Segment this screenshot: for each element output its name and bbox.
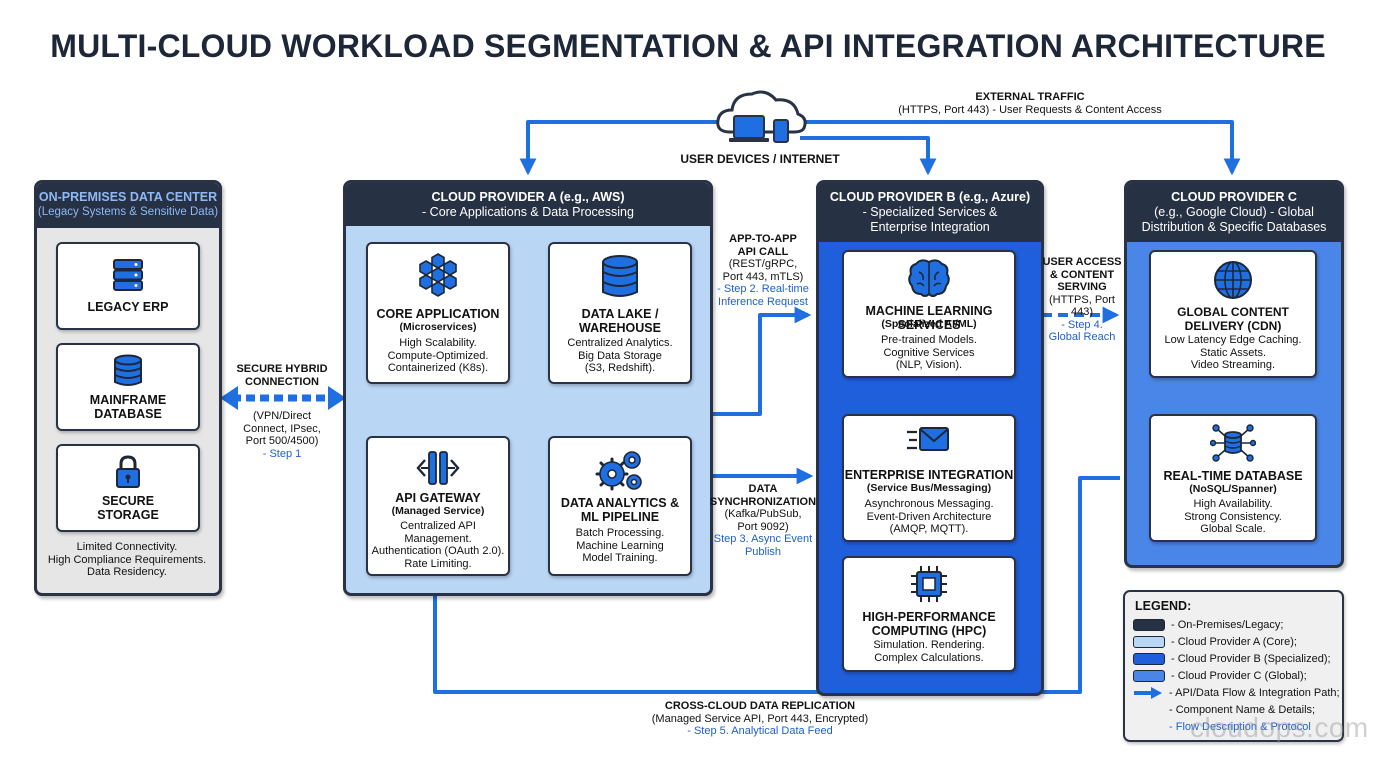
legend-provider-a: - Cloud Provider A (Core); [1133, 635, 1297, 649]
chip-icon [911, 566, 947, 602]
user-devices-internet [712, 82, 808, 152]
legend-provider-c: - Cloud Provider C (Global); [1133, 669, 1307, 683]
replication-label: CROSS-CLOUD DATA REPLICATION (Managed Se… [651, 700, 869, 737]
cloud-devices-icon [716, 90, 807, 143]
secure-storage-card[interactable]: SECURE STORAGE [56, 444, 200, 532]
legend-flow: - API/Data Flow & Integration Path; [1133, 686, 1340, 700]
on-prem-footer: Limited Connectivity. High Compliance Re… [47, 541, 207, 578]
hpc-card[interactable]: HIGH-PERFORMANCE COMPUTING (HPC) Simulat… [842, 556, 1016, 672]
data-analytics-ml-card[interactable]: DATA ANALYTICS & ML PIPELINE Batch Proce… [548, 436, 692, 576]
legend-on-prem: - On-Premises/Legacy; [1133, 618, 1283, 632]
legend-swatch-on-prem [1133, 619, 1165, 631]
envelope-icon [907, 427, 949, 451]
globe-icon [1214, 261, 1252, 299]
on-prem-header: ON-PREMISES DATA CENTER (Legacy Systems … [37, 183, 219, 228]
provider-c-header: CLOUD PROVIDER C (e.g., Google Cloud) - … [1127, 183, 1341, 242]
legend-flow-desc: - Flow Description & Protocol [1169, 721, 1311, 733]
hybrid-connection-arrow [220, 386, 346, 410]
watermark: cloudops.com [1190, 712, 1369, 743]
hexagon-cluster-icon [419, 253, 457, 297]
realtime-database-card[interactable]: REAL-TIME DATABASE (NoSQL/Spanner) High … [1149, 414, 1317, 542]
legacy-erp-card[interactable]: LEGACY ERP [56, 242, 200, 330]
provider-b-header: CLOUD PROVIDER B (e.g., Azure) - Special… [819, 183, 1041, 242]
enterprise-integration-card[interactable]: ENTERPRISE INTEGRATION (Service Bus/Mess… [842, 414, 1016, 542]
legend-swatch-provider-b [1133, 653, 1165, 665]
mainframe-database-card[interactable]: MAINFRAME DATABASE [56, 343, 200, 431]
database-icon [114, 354, 142, 386]
legend-arrow-icon [1134, 687, 1162, 699]
core-application-card[interactable]: CORE APPLICATION (Microservices) High Sc… [366, 242, 510, 384]
user-access-label: USER ACCESS & CONTENT SERVING (HTTPS, Po… [1042, 256, 1122, 343]
database-icon [602, 255, 638, 297]
legend-provider-b: - Cloud Provider B (Specialized); [1133, 652, 1331, 666]
brain-icon [908, 259, 950, 297]
legend-swatch-provider-a [1133, 636, 1165, 648]
distributed-db-icon [1210, 424, 1256, 462]
data-sync-label: DATA SYNCHRONIZATION (Kafka/PubSub, Port… [709, 483, 817, 558]
external-to-provider-b-arrow [800, 136, 937, 176]
ml-services-card[interactable]: MACHINE LEARNING SERVICES (Specialized A… [842, 250, 1016, 378]
gears-icon [595, 451, 642, 491]
hybrid-connection-label: SECURE HYBRID CONNECTION [236, 363, 328, 388]
external-to-provider-a-arrow [519, 120, 720, 176]
external-traffic-label: EXTERNAL TRAFFIC (HTTPS, Port 443) - Use… [898, 91, 1162, 116]
cdn-card[interactable]: GLOBAL CONTENT DELIVERY (CDN) Low Latenc… [1149, 250, 1317, 378]
lock-icon [116, 455, 140, 488]
provider-a-header: CLOUD PROVIDER A (e.g., AWS) - Core Appl… [346, 183, 710, 226]
legend-swatch-provider-c [1133, 670, 1165, 682]
data-lake-warehouse-card[interactable]: DATA LAKE / WAREHOUSE Centralized Analyt… [548, 242, 692, 384]
external-to-provider-c-arrow [800, 120, 1241, 176]
api-gateway-icon [416, 451, 460, 485]
api-gateway-card[interactable]: API GATEWAY (Managed Service) Centralize… [366, 436, 510, 576]
legend-component: - Component Name & Details; [1169, 704, 1316, 716]
app-to-app-label: APP-TO-APP API CALL (REST/gRPC, Port 443… [717, 233, 809, 308]
page-title: MULTI-CLOUD WORKLOAD SEGMENTATION & API … [50, 28, 1326, 64]
server-rack-icon [113, 259, 143, 291]
replication-arrow [426, 476, 1120, 694]
legend: LEGEND: - On-Premises/Legacy; - Cloud Pr… [1123, 590, 1344, 742]
hybrid-connection-detail: (VPN/Direct Connect, IPsec, Port 500/450… [243, 410, 321, 460]
user-devices-label: USER DEVICES / INTERNET [680, 152, 840, 166]
